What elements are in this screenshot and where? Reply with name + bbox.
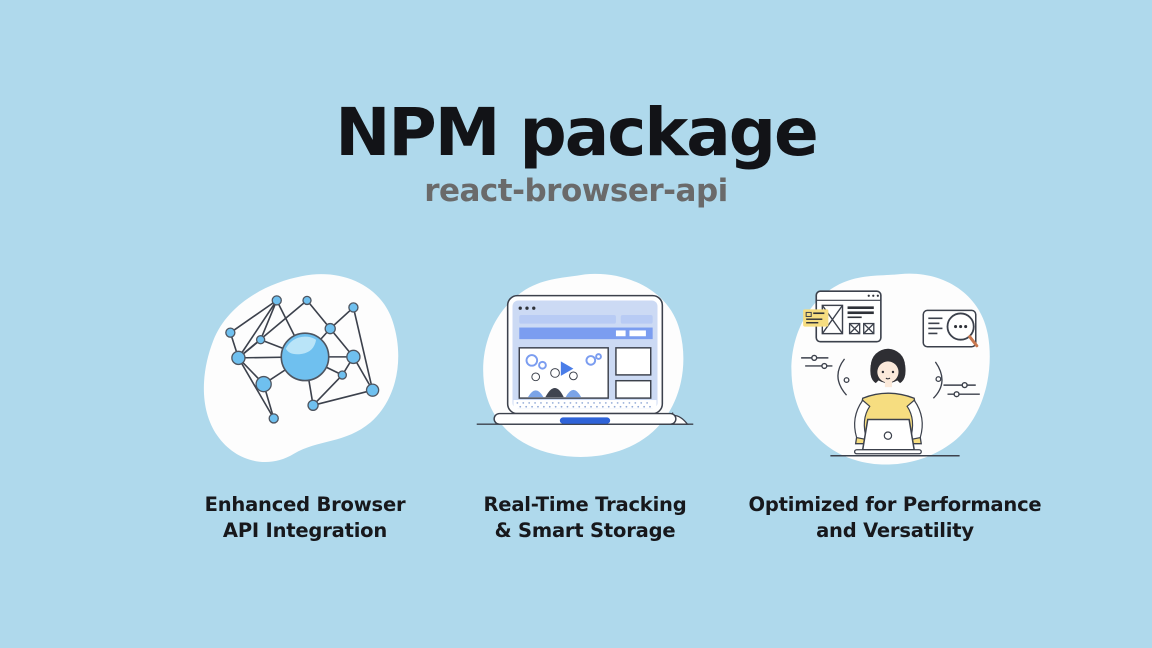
developer-workspace-illustration — [791, 273, 990, 465]
caption-line: and Versatility — [816, 519, 974, 542]
video-player-frame — [518, 347, 609, 399]
network-hub-node — [280, 332, 330, 382]
slider-controls-right — [943, 381, 980, 398]
page-subtitle: react-browser-api — [424, 173, 728, 210]
toolbar-bar — [519, 314, 616, 324]
header: NPM package react-browser-api — [0, 94, 1152, 210]
feature-caption: Enhanced Browser API Integration — [205, 492, 406, 544]
toolbar-block — [620, 314, 653, 324]
laptop-icon — [853, 418, 922, 455]
feature-caption: Real-Time Tracking & Smart Storage — [483, 492, 686, 544]
feature-optimized-performance: Optimized for Performance and Versatilit… — [745, 266, 1045, 544]
caption-line: API Integration — [222, 519, 388, 542]
feature-real-time-tracking: Real-Time Tracking & Smart Storage — [445, 266, 725, 544]
person-figure — [830, 348, 960, 457]
checkbox-icons — [848, 322, 875, 335]
laptop-screen — [506, 294, 664, 415]
laptop-browser-illustration — [476, 273, 694, 457]
gear-icon — [525, 353, 602, 370]
text-lines — [847, 306, 874, 319]
play-icon — [560, 361, 574, 376]
face — [877, 361, 899, 383]
caption-line: Optimized for Performance — [748, 493, 1042, 516]
sidebar-boxes — [615, 347, 652, 399]
search-window — [922, 309, 979, 348]
caption-line: Enhanced Browser — [204, 493, 406, 516]
people-figures — [527, 368, 582, 398]
nav-bar — [519, 327, 653, 340]
dotted-texture — [516, 402, 654, 408]
laptop-base — [493, 412, 677, 425]
wireframe-window — [803, 290, 882, 343]
caption-line: & Smart Storage — [494, 519, 676, 542]
network-graph-illustration — [203, 274, 399, 463]
trackpad-notch — [559, 417, 611, 424]
feature-caption: Optimized for Performance and Versatilit… — [749, 492, 1042, 544]
slider-controls-left — [801, 354, 833, 370]
yellow-card-icon — [803, 309, 829, 327]
window-control-dots — [518, 306, 536, 310]
caption-line: Real-Time Tracking — [483, 493, 687, 516]
page-title: NPM package — [335, 94, 819, 171]
network-nodes — [225, 295, 380, 424]
decorative-curves — [837, 358, 943, 399]
feature-enhanced-browser-api: Enhanced Browser API Integration — [165, 266, 445, 544]
magnifier-icon — [946, 312, 979, 348]
